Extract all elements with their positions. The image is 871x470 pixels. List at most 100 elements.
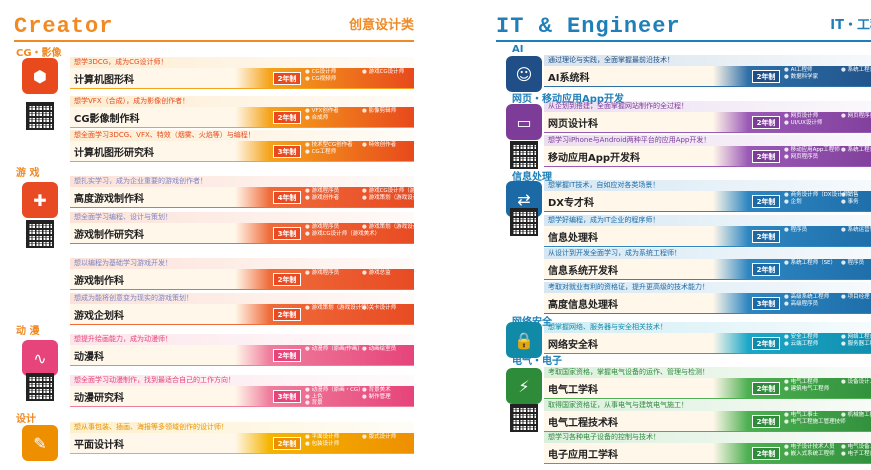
career-item: 云端工程师	[784, 341, 837, 348]
course-tagline: 想全面学习编程、设计与策划！	[70, 212, 414, 223]
career-item: 游戏CG设计师（游戏美术）	[362, 188, 438, 195]
career-item: 电子设计技术人员	[784, 444, 837, 451]
career-list: 电子设计技术人员嵌入式系统工程师电气设备工程师电子工程师	[784, 444, 871, 457]
career-item: 影像剪辑师	[362, 108, 415, 115]
course-name: 高度信息处理科	[548, 300, 618, 311]
course-body: 游戏企划科2年制游戏策划（游戏设计师）关卡设计师	[70, 304, 414, 325]
course-body: 动漫研究科3年制动漫师（原画・CG）上色背景背景美术制作管理	[70, 386, 414, 407]
course-name: AI系统科	[548, 73, 590, 84]
course-name: 计算机图形科	[74, 75, 134, 86]
course-card[interactable]: 想学3DCG，成为CG设计师！计算机图形科2年制CG设计师CG视频师游戏CG设计…	[70, 57, 414, 89]
career-list: 电气工程师建筑电气工程师设备设计工程师	[784, 379, 871, 392]
section-label: CG・影像	[16, 48, 62, 59]
course-card[interactable]: 想从事包装、插画、海报等多领域创作的设计师！平面设计科2年制平面设计师包装设计师…	[70, 422, 414, 454]
course-duration-badge: 4年制	[273, 191, 301, 204]
course-card[interactable]: 考取对就业有利的资格证，提升更高级的技术能力！高度信息处理科3年制高级系统工程师…	[544, 282, 871, 314]
course-name: 游戏制作研究科	[74, 230, 144, 241]
course-card[interactable]: 想学习各种电子设备的控制与技术！ 电子应用工学科 2年制电子设计技术人员嵌入式系统工…	[544, 432, 871, 464]
course-card[interactable]: 想全面学习3DCG、VFX、特效（烟雾、火焰等）与编程！ 计算机图形研究科 3年制技…	[70, 130, 414, 162]
course-tagline: 想学3DCG，成为CG设计师！	[70, 57, 414, 68]
course-card[interactable]: 想学好编程，成为IT企业的程序师！信息处理科2年制程序员系统运营管理人员	[544, 215, 871, 247]
course-card[interactable]: 想以编程为基础学习游戏开发！游戏制作科2年制游戏程序员游戏总监	[70, 258, 414, 290]
course-card[interactable]: 想学习iPhone与Android两种平台的应用App开发！移动应用App开发科…	[544, 135, 871, 167]
panel-title: Creator	[14, 14, 114, 39]
career-item: 动漫师（原画・CG）	[305, 387, 364, 394]
career-list: 电气工事士电气工程施工管理技师机械施工技术人员	[784, 412, 871, 425]
course-body: 计算机图形研究科3年制技术型CG创作者CG工程师特效创作者	[70, 141, 414, 162]
career-item: 动漫师（原画/作画）	[305, 346, 363, 353]
course-card[interactable]: 从设计到开发全面学习，成为系统工程师！信息系统开发科2年制系统工程师（SE）程序…	[544, 248, 871, 280]
qr-code-icon	[26, 220, 54, 248]
course-card[interactable]: 通过理论与实践，全面掌握最前沿技术！AI系统科2年制AI工程师数据科学家系统工程…	[544, 55, 871, 87]
course-name: 计算机图形研究科	[74, 148, 154, 159]
course-body: 网络安全科2年制安全工程师云端工程师网络工程师服务器工程师	[544, 333, 871, 354]
course-tagline: 考取对就业有利的资格证，提升更高级的技术能力！	[544, 282, 871, 293]
career-list: 动漫师（原画/作画）动画绘室员	[305, 346, 415, 353]
course-card[interactable]: 想全面学习动漫制作，找到最适合自己的工作方向！动漫研究科3年制动漫师（原画・CG…	[70, 375, 414, 407]
course-card[interactable]: 想学VFX（合成），成为影像创作者！CG影像制作科2年制VFX创作者合成师影像剪…	[70, 96, 414, 128]
course-name: 网络安全科	[548, 340, 598, 351]
career-item: 电气工程师	[784, 379, 837, 386]
qr-code-icon	[26, 102, 54, 130]
course-tagline: 想全面学习3DCG、VFX、特效（烟雾、火焰等）与编程！	[70, 130, 414, 141]
animation-icon: ∿	[22, 340, 58, 376]
course-card[interactable]: 取得国家资格证，从事电气与建筑电气施工！电气工程技术科2年制电气工事士电气工程施…	[544, 400, 871, 432]
course-duration-badge: 2年制	[752, 116, 780, 129]
career-list: 移动应用App工程师网页程序员系统工程师（SE）	[784, 147, 871, 160]
career-list: 平面设计师包装设计师版式设计师	[305, 434, 415, 447]
course-card[interactable]: 想全面学习编程、设计与策划！游戏制作研究科3年制游戏程序员游戏CG设计师（游戏美…	[70, 212, 430, 244]
course-name: 电气工学科	[548, 385, 598, 396]
career-item: 版式设计师	[362, 434, 415, 441]
course-card[interactable]: 考取国家资格，掌握电气设备的运作、管理与检测！电气工学科2年制电气工程师建筑电气…	[544, 367, 871, 399]
course-tagline: 想学习各种电子设备的控制与技术！	[544, 432, 871, 443]
career-list: AI工程师数据科学家系统工程师（SE）	[784, 67, 871, 80]
section-label: 设计	[16, 414, 36, 425]
career-item: 技术型CG创作者	[305, 142, 358, 149]
course-body: 高度信息处理科3年制高级系统工程师高级程序员项目经理	[544, 293, 871, 314]
course-duration-badge: 3年制	[273, 145, 301, 158]
course-tagline: 从企划到搭建，全面掌握网站制作的全过程！	[544, 101, 871, 112]
course-name: 平面设计科	[74, 440, 124, 451]
course-name: DX专才科	[548, 198, 595, 209]
career-item: 网页程序员	[841, 113, 871, 120]
course-card[interactable]: 想扎实学习，成为企业重要的游戏创作者！高度游戏制作科4年制游戏程序员游戏创作者游…	[70, 176, 438, 208]
course-card[interactable]: 想成为能将创意变为现实的游戏策划！游戏企划科2年制游戏策划（游戏设计师）关卡设计…	[70, 293, 414, 325]
devices-icon: ▭	[506, 104, 542, 140]
palette-icon: ✎	[22, 425, 58, 461]
career-list: 游戏程序员游戏CG设计师（游戏美术）游戏策划（游戏设计师）	[305, 224, 430, 237]
career-list: 游戏程序员游戏创作者游戏CG设计师（游戏美术）游戏策划（游戏设计师）	[305, 188, 438, 201]
course-name: 信息处理科	[548, 233, 598, 244]
career-item: 数据科学家	[784, 74, 837, 81]
course-duration-badge: 2年制	[273, 308, 301, 321]
course-duration-badge: 2年制	[752, 195, 780, 208]
course-body: DX专才科2年制商务设计师（DX设计师）企划销售事务	[544, 191, 871, 212]
course-card[interactable]: 想提升绘画能力，成为动漫师！动漫科2年制动漫师（原画/作画）动画绘室员	[70, 334, 414, 366]
course-card[interactable]: 想掌握网络、服务器与安全相关技术！网络安全科2年制安全工程师云端工程师网络工程师…	[544, 322, 871, 354]
career-item: CG视频师	[305, 76, 358, 83]
career-list: 游戏策划（游戏设计师）关卡设计师	[305, 305, 415, 312]
career-item: 企划	[784, 199, 837, 206]
section-label: AI	[512, 44, 524, 55]
it-engineer-panel: IT & Engineer IT・工程师 AI网页・移动应用App开发信息处理网…	[496, 0, 871, 470]
lock-icon: 🔒	[506, 322, 542, 358]
career-item: 系统工程师（SE）	[784, 260, 837, 267]
career-item: 移动应用App工程师	[784, 147, 840, 154]
course-card[interactable]: 从企划到搭建，全面掌握网站制作的全过程！网页设计科2年制网页设计师UI/UX设计…	[544, 101, 871, 133]
career-item: 包装设计师	[305, 441, 358, 448]
career-item: 安全工程师	[784, 334, 837, 341]
course-body: 平面设计科2年制平面设计师包装设计师版式设计师	[70, 433, 414, 454]
section-label: 动 漫	[16, 326, 40, 337]
career-item: 建筑电气工程师	[784, 386, 837, 393]
career-item: 游戏程序员	[305, 270, 358, 277]
career-item: 服务器工程师	[841, 341, 871, 348]
course-tagline: 通过理论与实践，全面掌握最前沿技术！	[544, 55, 871, 66]
course-tagline: 想成为能将创意变为现实的游戏策划！	[70, 293, 414, 304]
course-duration-badge: 2年制	[273, 111, 301, 124]
panel-title: IT & Engineer	[496, 14, 681, 39]
course-name: 电子应用工学科	[548, 450, 618, 461]
course-body: 动漫科2年制动漫师（原画/作画）动画绘室员	[70, 345, 414, 366]
course-tagline: 想以编程为基础学习游戏开发！	[70, 258, 414, 269]
course-duration-badge: 2年制	[752, 447, 780, 460]
course-card[interactable]: 想掌握IT技术，自如应对各类场景！DX专才科2年制商务设计师（DX设计师）企划销…	[544, 180, 871, 212]
course-body: CG影像制作科2年制VFX创作者合成师影像剪辑师	[70, 107, 414, 128]
